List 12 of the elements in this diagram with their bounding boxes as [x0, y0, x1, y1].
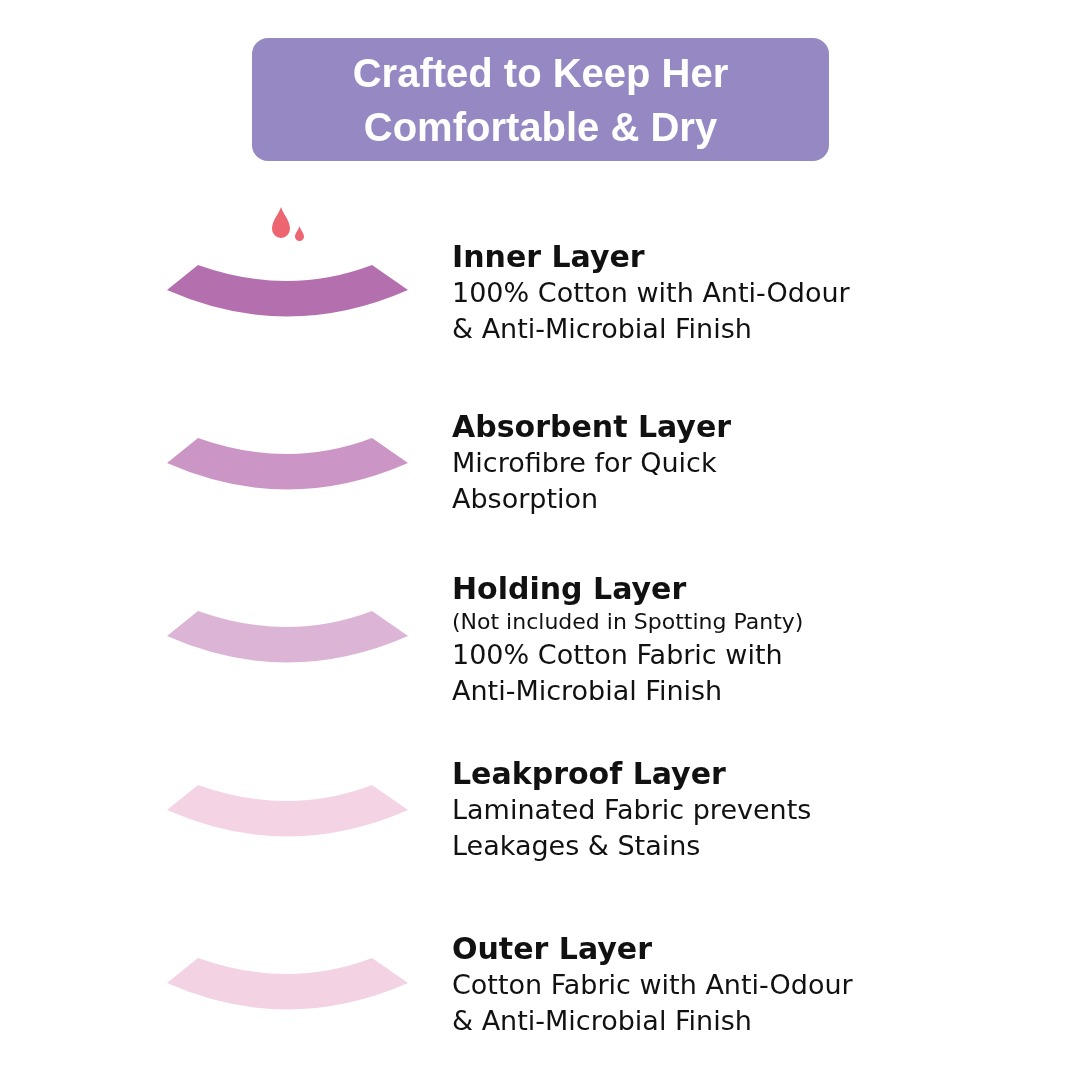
layer-description: Laminated Fabric prevents Leakages & Stains: [452, 793, 813, 863]
layer-note: (Not included in Spotting Panty): [452, 608, 805, 636]
layer-description: Microfibre for Quick Absorption: [452, 446, 718, 516]
layer-description: Cotton Fabric with Anti-Odour & Anti-Microbial Finish: [452, 968, 854, 1038]
layer-description: 100% Cotton with Anti-Odour & Anti-Microbial Finish: [452, 276, 851, 346]
layer-heading: Holding Layer: [452, 571, 688, 607]
layer-heading: Outer Layer: [452, 931, 653, 967]
layer-heading: Inner Layer: [452, 239, 646, 275]
layer-description: 100% Cotton Fabric with Anti-Microbial Finish: [452, 638, 784, 708]
layer-heading: Leakproof Layer: [452, 756, 727, 792]
title-banner: Crafted to Keep Her Comfortable & Dry: [252, 38, 829, 161]
layer-heading: Absorbent Layer: [452, 409, 733, 445]
